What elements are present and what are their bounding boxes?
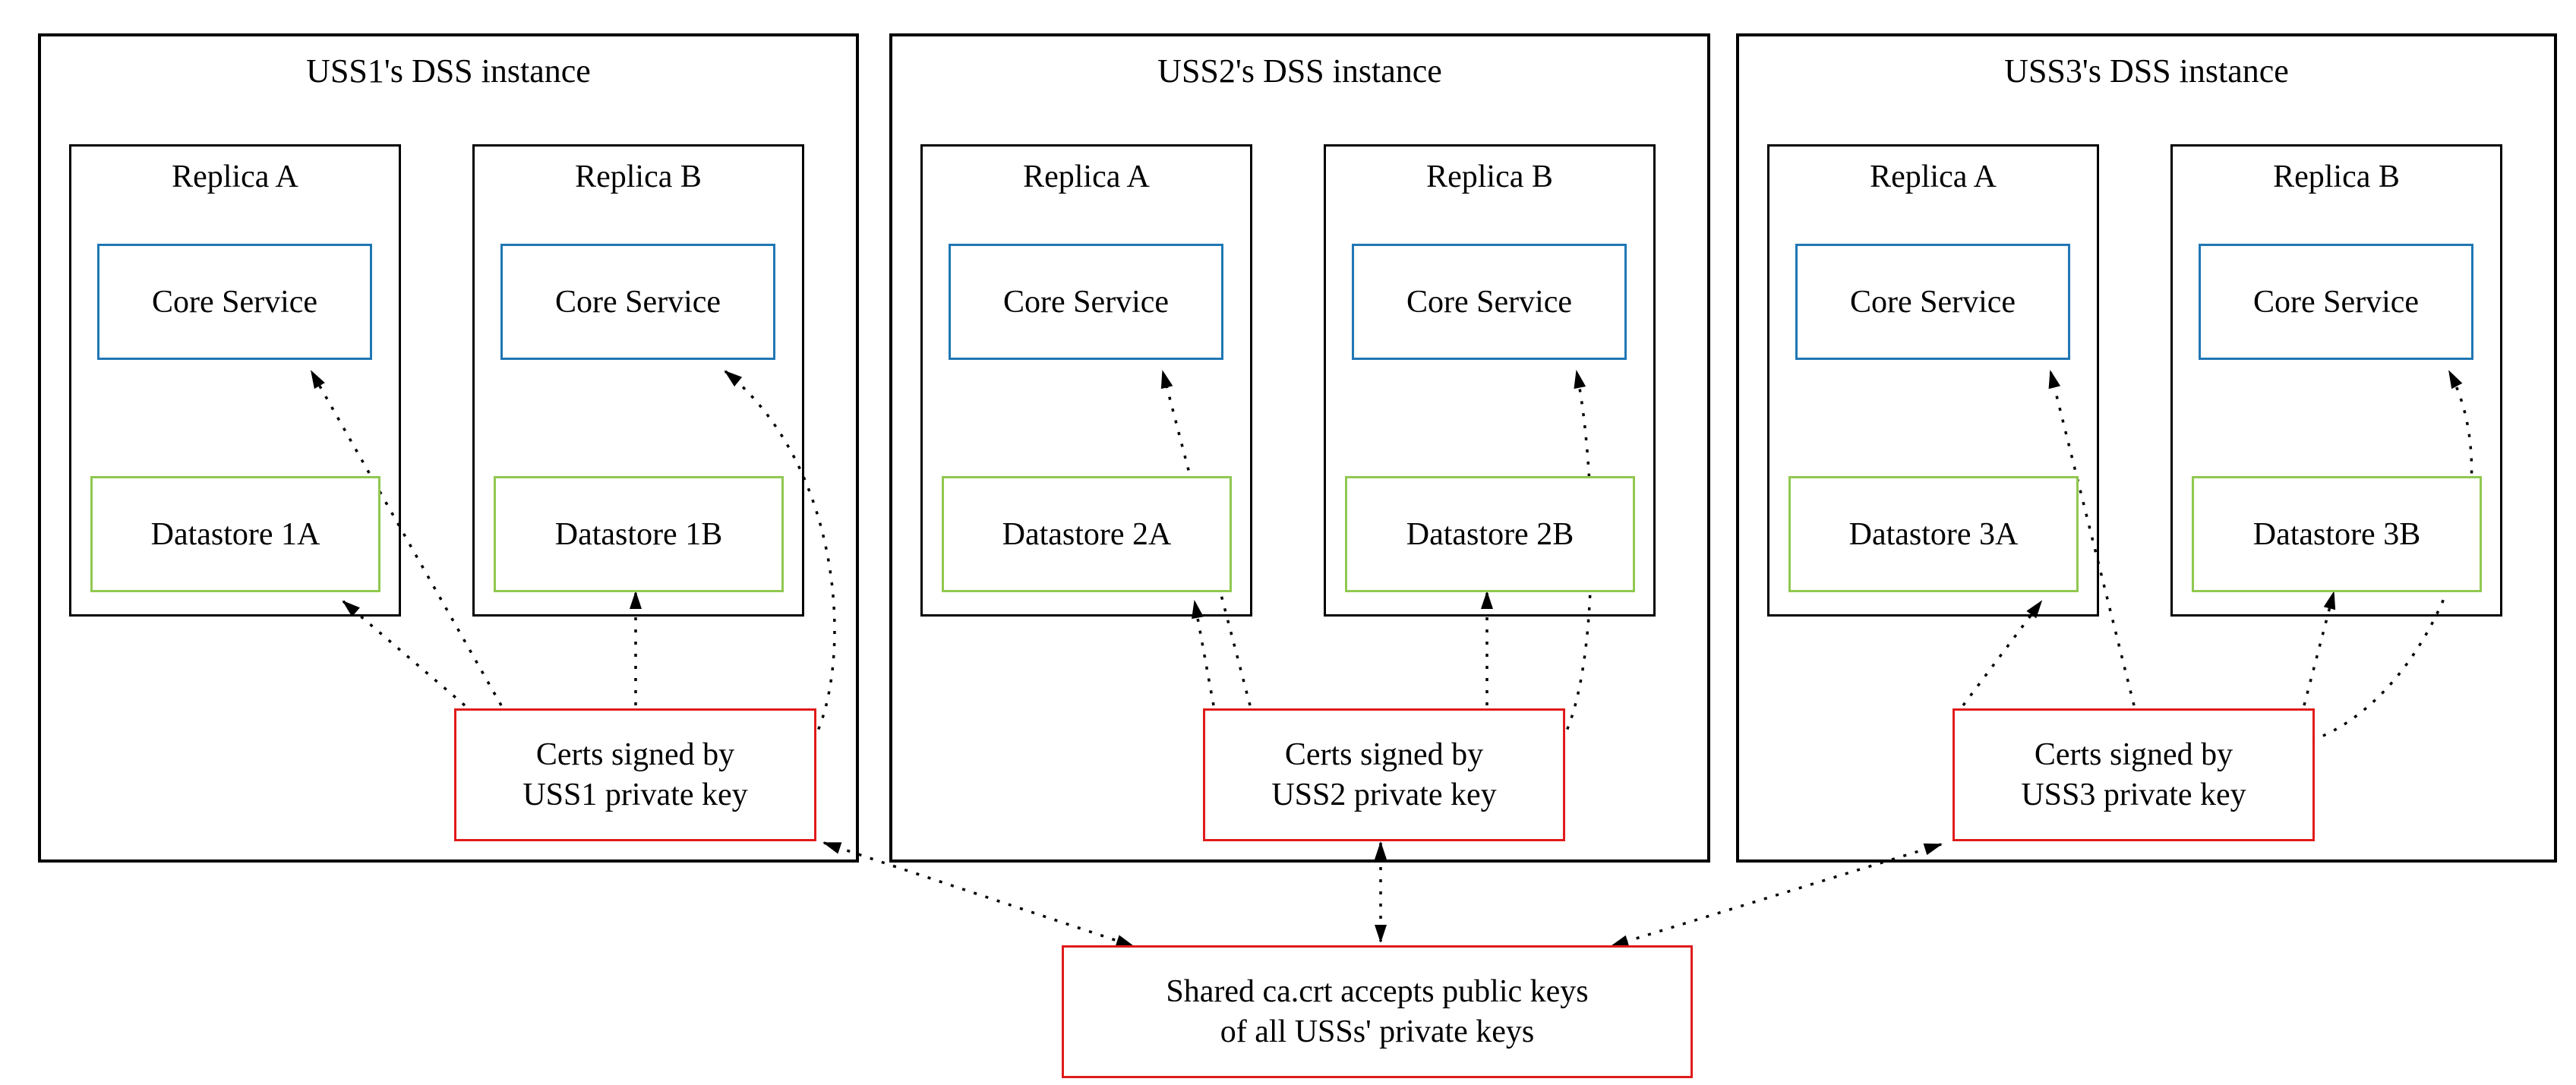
- cert-text-line2: USS1 private key: [522, 777, 748, 812]
- cert-text-line1: Certs signed by: [535, 737, 735, 773]
- uss1-replica-b-box: Replica B Core Service Datastore 1B: [472, 144, 804, 617]
- uss1-dss-instance-box: USS1's DSS instance Replica A Core Servi…: [38, 33, 859, 863]
- core-service-label: Core Service: [2252, 284, 2420, 320]
- datastore-label: Datastore 3A: [1848, 516, 2019, 552]
- uss1-certs-box: Certs signed by USS1 private key: [454, 708, 816, 841]
- replica-title: Replica B: [2273, 159, 2400, 194]
- core-service-label: Core Service: [1849, 284, 2016, 320]
- shared-text-line2: of all USSs' private keys: [1220, 1014, 1535, 1049]
- replica-title: Replica A: [1023, 159, 1150, 194]
- core-service-label: Core Service: [1406, 284, 1573, 320]
- replica-title: Replica B: [1426, 159, 1553, 194]
- uss1-replica-a-datastore-box: Datastore 1A: [90, 476, 380, 592]
- datastore-label: Datastore 1A: [150, 516, 320, 552]
- uss3-replica-b-datastore-box: Datastore 3B: [2192, 476, 2482, 592]
- instance-title: USS1's DSS instance: [306, 52, 591, 90]
- datastore-label: Datastore 2B: [1406, 516, 1574, 552]
- uss2-replica-a-datastore-box: Datastore 2A: [942, 476, 1232, 592]
- uss3-replica-b-core-service-box: Core Service: [2199, 244, 2473, 360]
- uss1-replica-a-box: Replica A Core Service Datastore 1A: [69, 144, 401, 617]
- replica-title: Replica B: [575, 159, 702, 194]
- cert-text-line2: USS2 private key: [1271, 777, 1497, 812]
- replica-title: Replica A: [172, 159, 298, 194]
- uss2-replica-a-box: Replica A Core Service Datastore 2A: [920, 144, 1252, 617]
- uss3-replica-b-box: Replica B Core Service Datastore 3B: [2170, 144, 2502, 617]
- uss3-replica-a-box: Replica A Core Service Datastore 3A: [1767, 144, 2099, 617]
- datastore-label: Datastore 3B: [2252, 516, 2421, 552]
- datastore-label: Datastore 2A: [1002, 516, 1172, 552]
- shared-text-line1: Shared ca.crt accepts public keys: [1166, 974, 1589, 1010]
- uss1-replica-b-datastore-box: Datastore 1B: [494, 476, 784, 592]
- uss3-dss-instance-box: USS3's DSS instance Replica A Core Servi…: [1736, 33, 2557, 863]
- uss1-replica-a-core-service-box: Core Service: [97, 244, 372, 360]
- core-service-label: Core Service: [554, 284, 721, 320]
- cert-text-line2: USS3 private key: [2021, 777, 2246, 812]
- cert-text-line1: Certs signed by: [1284, 737, 1484, 773]
- replica-title: Replica A: [1870, 159, 1997, 194]
- uss3-certs-box: Certs signed by USS3 private key: [1953, 708, 2315, 841]
- instance-title: USS2's DSS instance: [1157, 52, 1442, 90]
- uss1-replica-b-core-service-box: Core Service: [500, 244, 775, 360]
- uss2-replica-b-box: Replica B Core Service Datastore 2B: [1324, 144, 1656, 617]
- uss3-replica-a-core-service-box: Core Service: [1795, 244, 2070, 360]
- shared-ca-crt-box: Shared ca.crt accepts public keys of all…: [1062, 945, 1693, 1078]
- cert-text-line1: Certs signed by: [2034, 737, 2233, 773]
- datastore-label: Datastore 1B: [554, 516, 723, 552]
- uss3-replica-a-datastore-box: Datastore 3A: [1788, 476, 2079, 592]
- uss2-replica-a-core-service-box: Core Service: [949, 244, 1223, 360]
- uss2-certs-box: Certs signed by USS2 private key: [1203, 708, 1565, 841]
- core-service-label: Core Service: [1002, 284, 1170, 320]
- uss2-replica-b-core-service-box: Core Service: [1352, 244, 1627, 360]
- core-service-label: Core Service: [151, 284, 318, 320]
- instance-title: USS3's DSS instance: [2004, 52, 2289, 90]
- uss2-dss-instance-box: USS2's DSS instance Replica A Core Servi…: [889, 33, 1710, 863]
- uss2-replica-b-datastore-box: Datastore 2B: [1345, 476, 1635, 592]
